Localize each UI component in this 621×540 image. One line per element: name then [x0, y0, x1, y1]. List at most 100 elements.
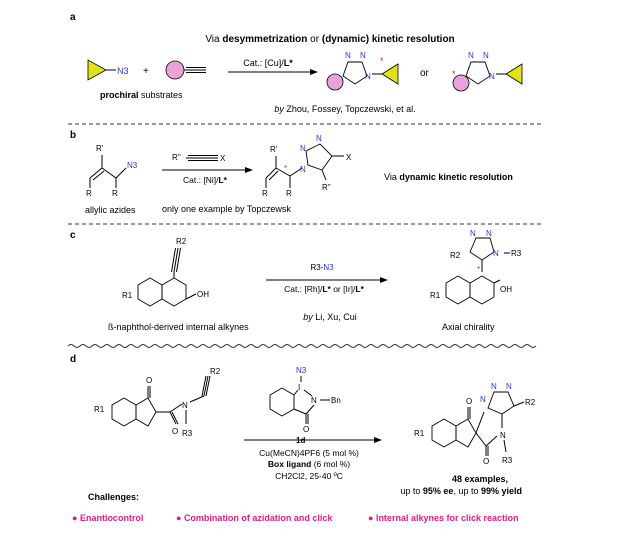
naphthol-alkyne-structure: R2 OH R1: [122, 237, 209, 307]
panel-b-product: R' R R * N N N X R'': [262, 134, 352, 198]
or-label: or: [420, 68, 430, 79]
svg-text:N: N: [486, 229, 492, 238]
challenges-heading: Challenges:: [88, 492, 139, 502]
svg-text:N3: N3: [117, 66, 129, 76]
panel-a-catalyst: Cat.: [Cu]/L*: [243, 58, 293, 68]
cyclopropyl-azide-structure: N3: [87, 59, 129, 81]
panel-b-note: only one example by Topczewsk: [162, 204, 291, 214]
examples-count: 48 examples,: [452, 474, 508, 484]
svg-text:R2: R2: [176, 237, 187, 246]
panel-b-mode: Via dynamic kinetic resolution: [384, 172, 513, 182]
panel-d-cond-1: Cu(MeCN)4PF6 (5 mol %): [259, 448, 359, 458]
svg-text:R': R': [270, 145, 278, 154]
prochiral-substrates-label: prochiral substrates: [100, 90, 183, 100]
svg-text:N: N: [480, 395, 486, 404]
svg-text:N: N: [300, 165, 306, 174]
challenge-3: ● Internal alkynes for click reaction: [368, 513, 519, 523]
svg-text:N: N: [506, 382, 512, 391]
svg-text:R1: R1: [414, 429, 425, 438]
panel-d-cond-3: CH2Cl2, 25-40 ºC: [275, 471, 343, 481]
svg-text:N3: N3: [296, 366, 307, 375]
svg-text:R3: R3: [511, 249, 522, 258]
plus-sign: +: [143, 66, 149, 77]
terminal-alkyne-structure: [165, 60, 206, 80]
svg-text:N: N: [493, 249, 499, 258]
triazole-product-2: N N N *: [452, 51, 523, 92]
panel-c: c R2 OH R1 ß-naphthol-derived internal a…: [70, 229, 522, 332]
panel-b-catalyst: Cat.: [Ni]/L*: [183, 175, 228, 185]
svg-text:*: *: [380, 56, 384, 66]
svg-text:N: N: [365, 72, 371, 81]
axial-chirality-label: Axial chirality: [442, 322, 495, 332]
svg-text:R1: R1: [430, 291, 441, 300]
svg-text:O: O: [303, 425, 309, 434]
panel-c-label: c: [70, 230, 76, 241]
allylic-azides-label: allylic azides: [85, 205, 136, 215]
svg-text:O: O: [466, 397, 472, 406]
panel-c-reagent: R3-N3: [310, 263, 334, 272]
triazole-product-1: N N N *: [326, 51, 399, 91]
svg-text:R1: R1: [94, 405, 105, 414]
panel-d-cond-2: Box ligand (6 mol %): [268, 459, 350, 469]
challenge-2: ● Combination of azidation and click: [176, 513, 333, 523]
naphthol-substrate-label: ß-naphthol-derived internal alkynes: [108, 322, 249, 332]
svg-text:OH: OH: [500, 285, 512, 294]
svg-text:O: O: [172, 427, 178, 436]
svg-text:N: N: [489, 72, 495, 81]
svg-text:R': R': [96, 144, 104, 153]
spiro-product-structure: O R1 N N N R2 N O R3: [414, 382, 536, 466]
ee-yield-summary: up to 95% ee, up to 99% yield: [400, 486, 522, 496]
indanone-substrate-structure: O O N R3 R2 R1: [94, 367, 221, 438]
svg-text:R'': R'': [172, 153, 181, 162]
svg-text:R3: R3: [182, 429, 193, 438]
svg-text:N: N: [491, 382, 497, 391]
svg-text:N: N: [500, 431, 506, 440]
svg-text:N: N: [468, 51, 474, 60]
panel-c-product: N N N R3 R2 * OH R1: [430, 229, 522, 305]
panel-a-title: Via desymmetrization or (dynamic) kineti…: [205, 34, 454, 45]
svg-text:O: O: [146, 376, 152, 385]
svg-text:R: R: [286, 189, 292, 198]
svg-text:N: N: [360, 51, 366, 60]
panel-d-label: d: [70, 354, 76, 365]
svg-text:I: I: [298, 383, 300, 392]
panel-a-label: a: [70, 12, 76, 23]
svg-text:N: N: [483, 51, 489, 60]
challenge-1: ● Enantiocontrol: [72, 513, 143, 523]
svg-text:O: O: [483, 457, 489, 466]
svg-text:N: N: [316, 134, 322, 143]
svg-text:R: R: [262, 189, 268, 198]
svg-text:N: N: [470, 229, 476, 238]
divider-3: [67, 344, 537, 348]
panel-a: a Via desymmetrization or (dynamic) kine…: [70, 12, 523, 114]
svg-text:OH: OH: [197, 290, 209, 299]
panel-a-authors: by Zhou, Fossey, Topczewski, et al.: [274, 104, 415, 114]
svg-text:R: R: [112, 189, 118, 198]
allylic-azide-structure: R' N3 R R: [86, 144, 138, 198]
svg-text:N: N: [182, 401, 188, 410]
svg-text:R2: R2: [525, 398, 536, 407]
svg-text:N: N: [345, 51, 351, 60]
svg-text:*: *: [452, 69, 456, 79]
svg-text:*: *: [477, 265, 480, 274]
svg-text:*: *: [284, 164, 287, 173]
svg-text:N: N: [311, 396, 317, 405]
svg-text:R'': R'': [322, 183, 331, 192]
svg-text:R1: R1: [122, 291, 133, 300]
reagent-1d-structure: N3 I N Bn O 1d: [269, 366, 341, 445]
svg-text:X: X: [346, 153, 352, 162]
svg-text:R2: R2: [210, 367, 221, 376]
svg-text:R3: R3: [502, 456, 513, 465]
svg-text:R2: R2: [450, 251, 461, 260]
svg-text:Bn: Bn: [331, 396, 341, 405]
svg-text:N3: N3: [127, 161, 138, 170]
panel-b: b R' N3 R R allylic azides R'' X Cat.: […: [70, 130, 513, 215]
panel-b-label: b: [70, 130, 76, 141]
svg-text:R: R: [86, 189, 92, 198]
panel-d: d O O N R3 R2 R1 N3 I: [70, 354, 536, 523]
svg-text:X: X: [220, 154, 226, 163]
panel-c-authors: by Li, Xu, Cui: [303, 312, 357, 322]
panel-c-catalyst: Cat.: [Rh]/L* or [Ir]/L*: [284, 284, 365, 294]
svg-text:N: N: [300, 144, 306, 153]
